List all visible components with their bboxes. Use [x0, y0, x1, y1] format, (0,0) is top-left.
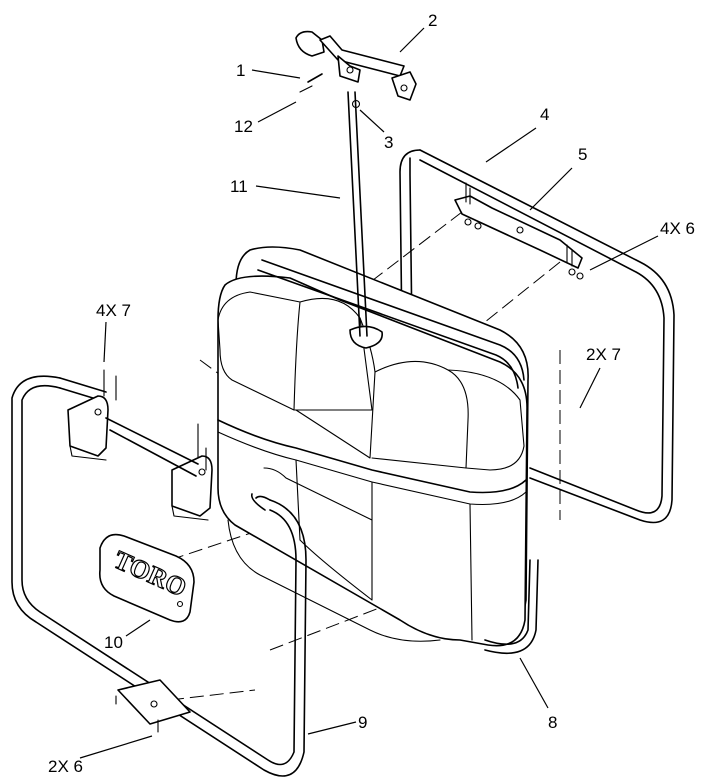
callout-1: 1 — [236, 61, 245, 80]
callout-2x7: 2X 7 — [586, 345, 621, 364]
callout-8: 8 — [548, 713, 557, 732]
spray-tank — [217, 246, 539, 654]
callout-3: 3 — [384, 133, 393, 152]
callout-labels: 1 2 12 3 4 5 4X 6 11 4X 7 2X 7 8 9 10 2X… — [48, 11, 695, 776]
rear-guard-frame — [399, 149, 675, 524]
callout-4x6: 4X 6 — [660, 219, 695, 238]
callout-10: 10 — [104, 633, 123, 652]
rear-mount-bracket — [454, 182, 584, 280]
callout-12: 12 — [234, 117, 253, 136]
front-guard-frame — [11, 375, 307, 777]
agitation-rod — [347, 91, 368, 337]
leader-lines — [79, 27, 659, 759]
callout-2x6: 2X 6 — [48, 757, 83, 776]
callout-4x7: 4X 7 — [96, 301, 131, 320]
front-mount-brackets — [67, 369, 213, 521]
front-guard-panel: TORO — [98, 533, 195, 623]
callout-11: 11 — [230, 177, 248, 196]
callout-9: 9 — [358, 713, 367, 732]
callout-5: 5 — [578, 145, 587, 164]
callout-2: 2 — [428, 11, 437, 30]
bottom-mount-plate — [115, 679, 191, 733]
valve-mount-bracket — [295, 30, 417, 109]
callout-4: 4 — [540, 105, 549, 124]
